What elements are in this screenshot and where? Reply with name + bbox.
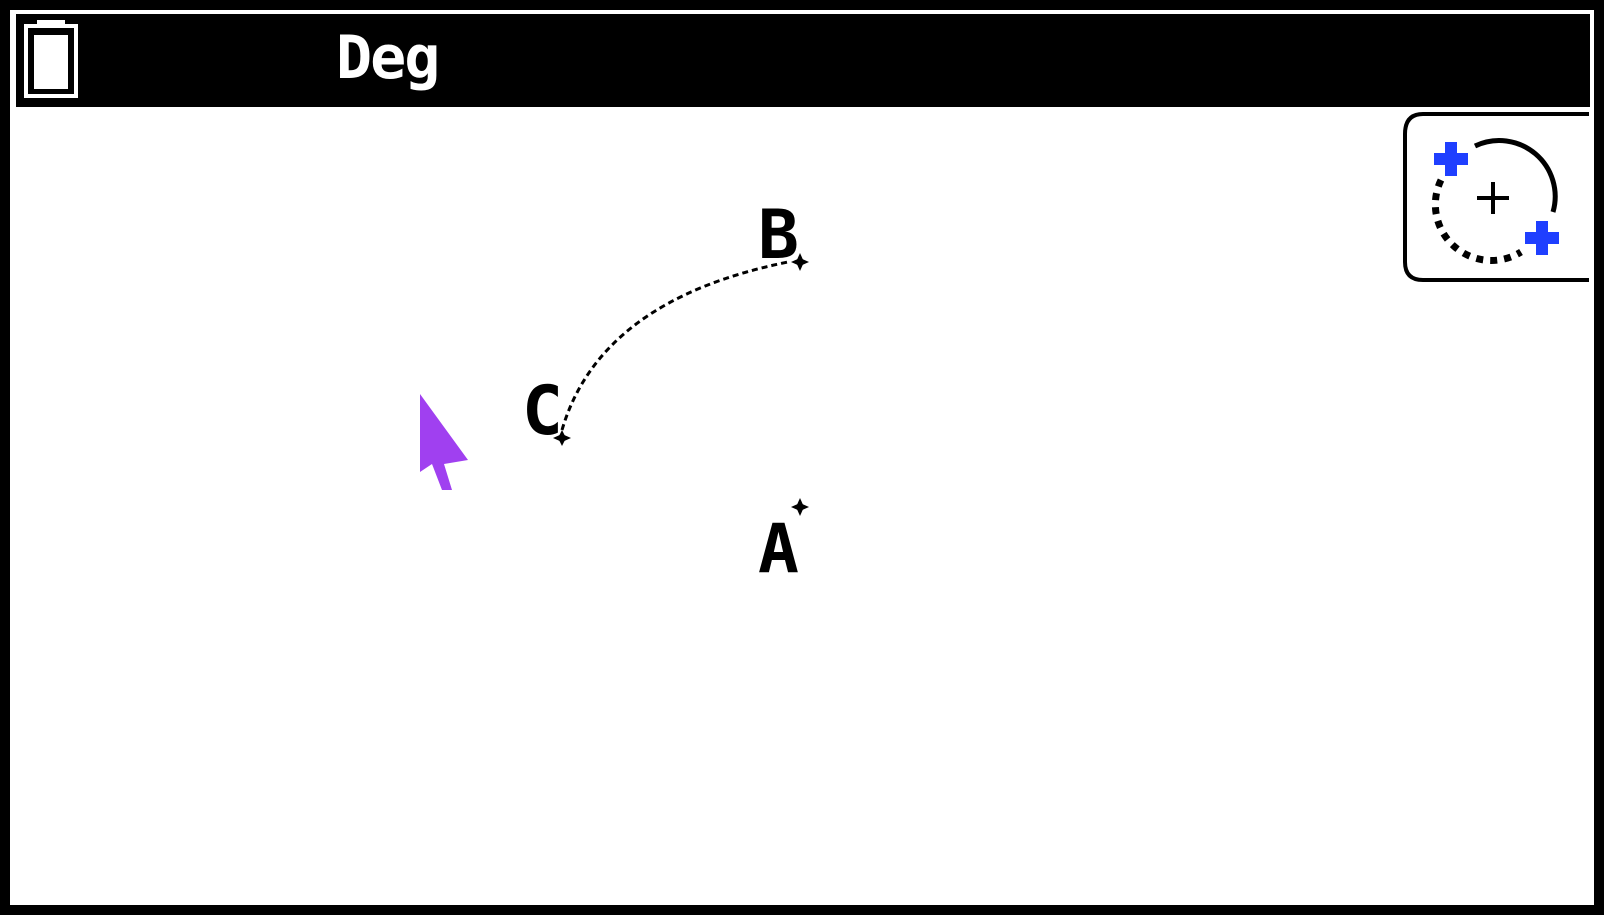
point-a-label: A bbox=[758, 510, 799, 589]
pointer-arrow-icon bbox=[420, 394, 468, 490]
point-b[interactable] bbox=[791, 253, 809, 271]
status-bar bbox=[16, 14, 1590, 107]
point-c-label: C bbox=[522, 372, 563, 451]
point-a[interactable] bbox=[791, 498, 809, 516]
point-c[interactable] bbox=[553, 430, 571, 446]
battery-icon bbox=[24, 20, 78, 98]
point-b-label: B bbox=[758, 196, 799, 275]
angle-mode-indicator: Deg bbox=[336, 23, 440, 93]
arc-c-to-b[interactable] bbox=[560, 260, 789, 431]
rotate-points-icon[interactable] bbox=[1403, 112, 1589, 283]
